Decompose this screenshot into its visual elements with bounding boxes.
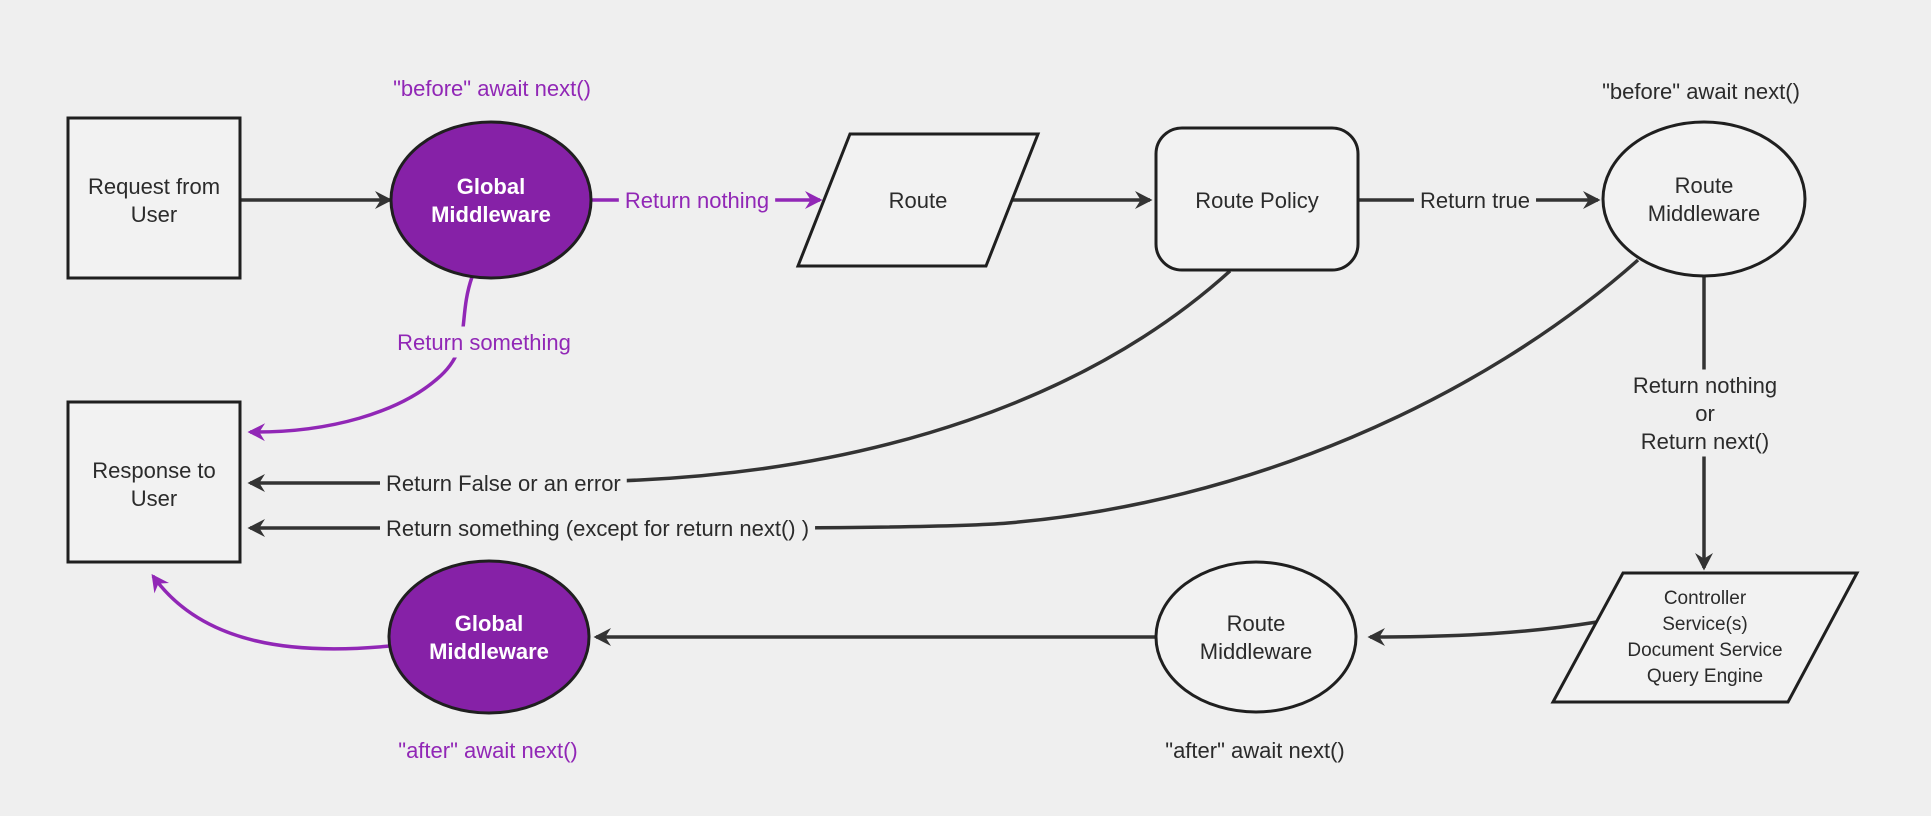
label-return-true-bg <box>1413 184 1537 216</box>
node-global-middleware-bottom <box>387 559 591 715</box>
node-controller-services <box>1550 571 1860 704</box>
edge-global-middleware-bottom-to-response <box>151 573 391 651</box>
node-route <box>795 132 1041 268</box>
edge-controller-to-route-middleware-bottom <box>1367 620 1598 646</box>
label-return-nothing-or-return-next-bg <box>1626 369 1784 457</box>
label-return-something-bg <box>391 326 577 358</box>
node-label-route-policy: Route Policy <box>1195 188 1319 213</box>
label-return-nothing-top: Return nothing <box>625 188 769 213</box>
label-return-something: Return something <box>397 330 571 355</box>
node-route-middleware-top <box>1601 120 1807 278</box>
label-return-something-except-bg <box>380 512 816 544</box>
node-route-middleware-bottom <box>1154 560 1358 714</box>
node-route-policy <box>1154 126 1360 272</box>
node-response-to-user <box>66 400 242 564</box>
label-return-nothing-top-bg <box>618 184 776 216</box>
node-global-middleware-top <box>389 120 593 280</box>
label-return-true: Return true <box>1420 188 1530 213</box>
label-before-await-next-top-left: "before" await next() <box>393 76 591 101</box>
label-return-false-or-error-bg <box>380 467 627 499</box>
node-request-from-user <box>66 116 242 280</box>
label-after-await-next-bottom-left: "after" await next() <box>398 738 577 763</box>
label-return-something-except: Return something (except for return next… <box>386 516 809 541</box>
label-after-await-next-bottom-right: "after" await next() <box>1165 738 1344 763</box>
edge-global-middleware-top-to-response <box>247 276 474 442</box>
label-return-false-or-error: Return False or an error <box>386 471 621 496</box>
label-before-await-next-top-right: "before" await next() <box>1602 79 1800 104</box>
node-label-route: Route <box>889 188 948 213</box>
